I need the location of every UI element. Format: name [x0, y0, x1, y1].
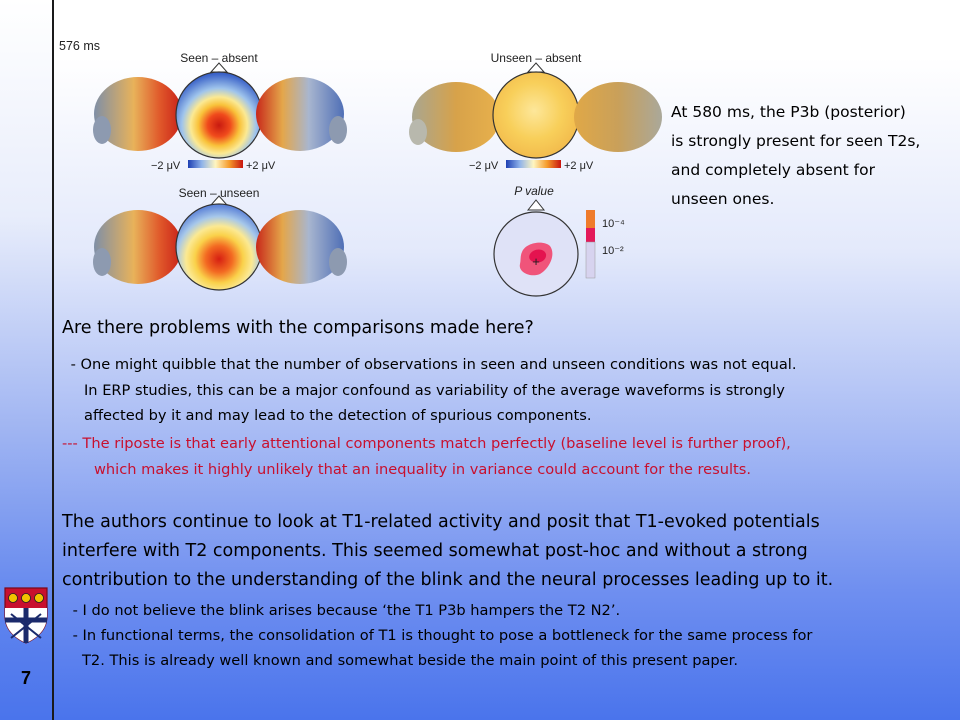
- scale-min-label-2: −2 μV: [469, 160, 499, 172]
- p-tick-high: 10⁻⁴: [602, 218, 625, 230]
- side-note-line: unseen ones.: [671, 190, 775, 208]
- left-sidebar: 7: [0, 0, 54, 720]
- erp-topography-figure: 576 ms Seen – absent −2 μV +2 μV Unseen …: [59, 39, 662, 297]
- scale-max-label: +2 μV: [246, 160, 276, 172]
- side-note-line: and completely absent for: [671, 161, 875, 179]
- bullet-list: - I do not believe the blink arises beca…: [68, 598, 948, 673]
- head-side-left-seen-absent: [93, 77, 182, 151]
- scale-max-label-2: +2 μV: [564, 160, 594, 172]
- panel-title-unseen-absent: Unseen – absent: [491, 51, 582, 65]
- electrode-cross: +: [532, 254, 540, 269]
- authors-line: interfere with T2 components. This seeme…: [62, 541, 808, 561]
- color-scale-uv-2: −2 μV +2 μV: [469, 160, 594, 172]
- bullet-item: - I do not believe the blink arises beca…: [68, 602, 621, 619]
- authors-line: contribution to the understanding of the…: [62, 570, 834, 590]
- head-side-right-unseen-absent: [574, 82, 662, 152]
- side-note-line: At 580 ms, the P3b (posterior): [671, 103, 906, 121]
- riposte-paragraph: --- The riposte is that early attentiona…: [62, 431, 952, 482]
- side-note: At 580 ms, the P3b (posterior) is strong…: [671, 98, 951, 214]
- riposte-line: --- The riposte is that early attentiona…: [62, 435, 791, 452]
- head-side-left-seen-unseen: [93, 210, 182, 284]
- university-crest-icon: [4, 587, 48, 644]
- authors-paragraph: The authors continue to look at T1-relat…: [62, 508, 952, 595]
- p-value-scale: 10⁻⁴ 10⁻²: [585, 210, 625, 279]
- panel-title-seen-absent: Seen – absent: [180, 51, 258, 65]
- head-top-seen-unseen: [175, 195, 263, 291]
- authors-line: The authors continue to look at T1-relat…: [62, 512, 820, 532]
- head-top-p-value: +: [493, 199, 579, 297]
- panel-title-seen-unseen: Seen – unseen: [179, 186, 260, 200]
- head-top-seen-absent: [175, 62, 263, 159]
- point-line: In ERP studies, this can be a major conf…: [84, 381, 785, 399]
- head-top-unseen-absent: [492, 62, 580, 159]
- p-tick-low: 10⁻²: [602, 245, 624, 257]
- point-unequal-observations: - One might quibble that the number of o…: [66, 352, 946, 429]
- p-scale-high: [586, 210, 595, 228]
- color-scale-bar: [188, 160, 243, 168]
- p-scale-low: [585, 241, 596, 279]
- bullet-item-continuation: T2. This is already well known and somew…: [82, 652, 738, 669]
- head-side-left-unseen-absent: [409, 82, 500, 152]
- point-line: affected by it and may lead to the detec…: [84, 407, 592, 424]
- time-label: 576 ms: [59, 39, 100, 53]
- bullet-item: - In functional terms, the consolidation…: [68, 627, 813, 644]
- point-line: - One might quibble that the number of o…: [66, 356, 797, 373]
- riposte-line: which makes it highly unlikely that an i…: [94, 460, 751, 478]
- side-note-line: is strongly present for seen T2s,: [671, 132, 921, 150]
- page-number: 7: [20, 668, 31, 688]
- question-heading: Are there problems with the comparisons …: [62, 318, 534, 338]
- panel-title-p-value: P value: [514, 184, 554, 198]
- scale-min-label: −2 μV: [151, 160, 181, 172]
- head-side-right-seen-absent: [256, 77, 347, 151]
- color-scale-uv: −2 μV +2 μV: [151, 160, 276, 172]
- color-scale-bar-2: [506, 160, 561, 168]
- p-scale-mid: [586, 228, 595, 242]
- head-side-right-seen-unseen: [256, 210, 347, 284]
